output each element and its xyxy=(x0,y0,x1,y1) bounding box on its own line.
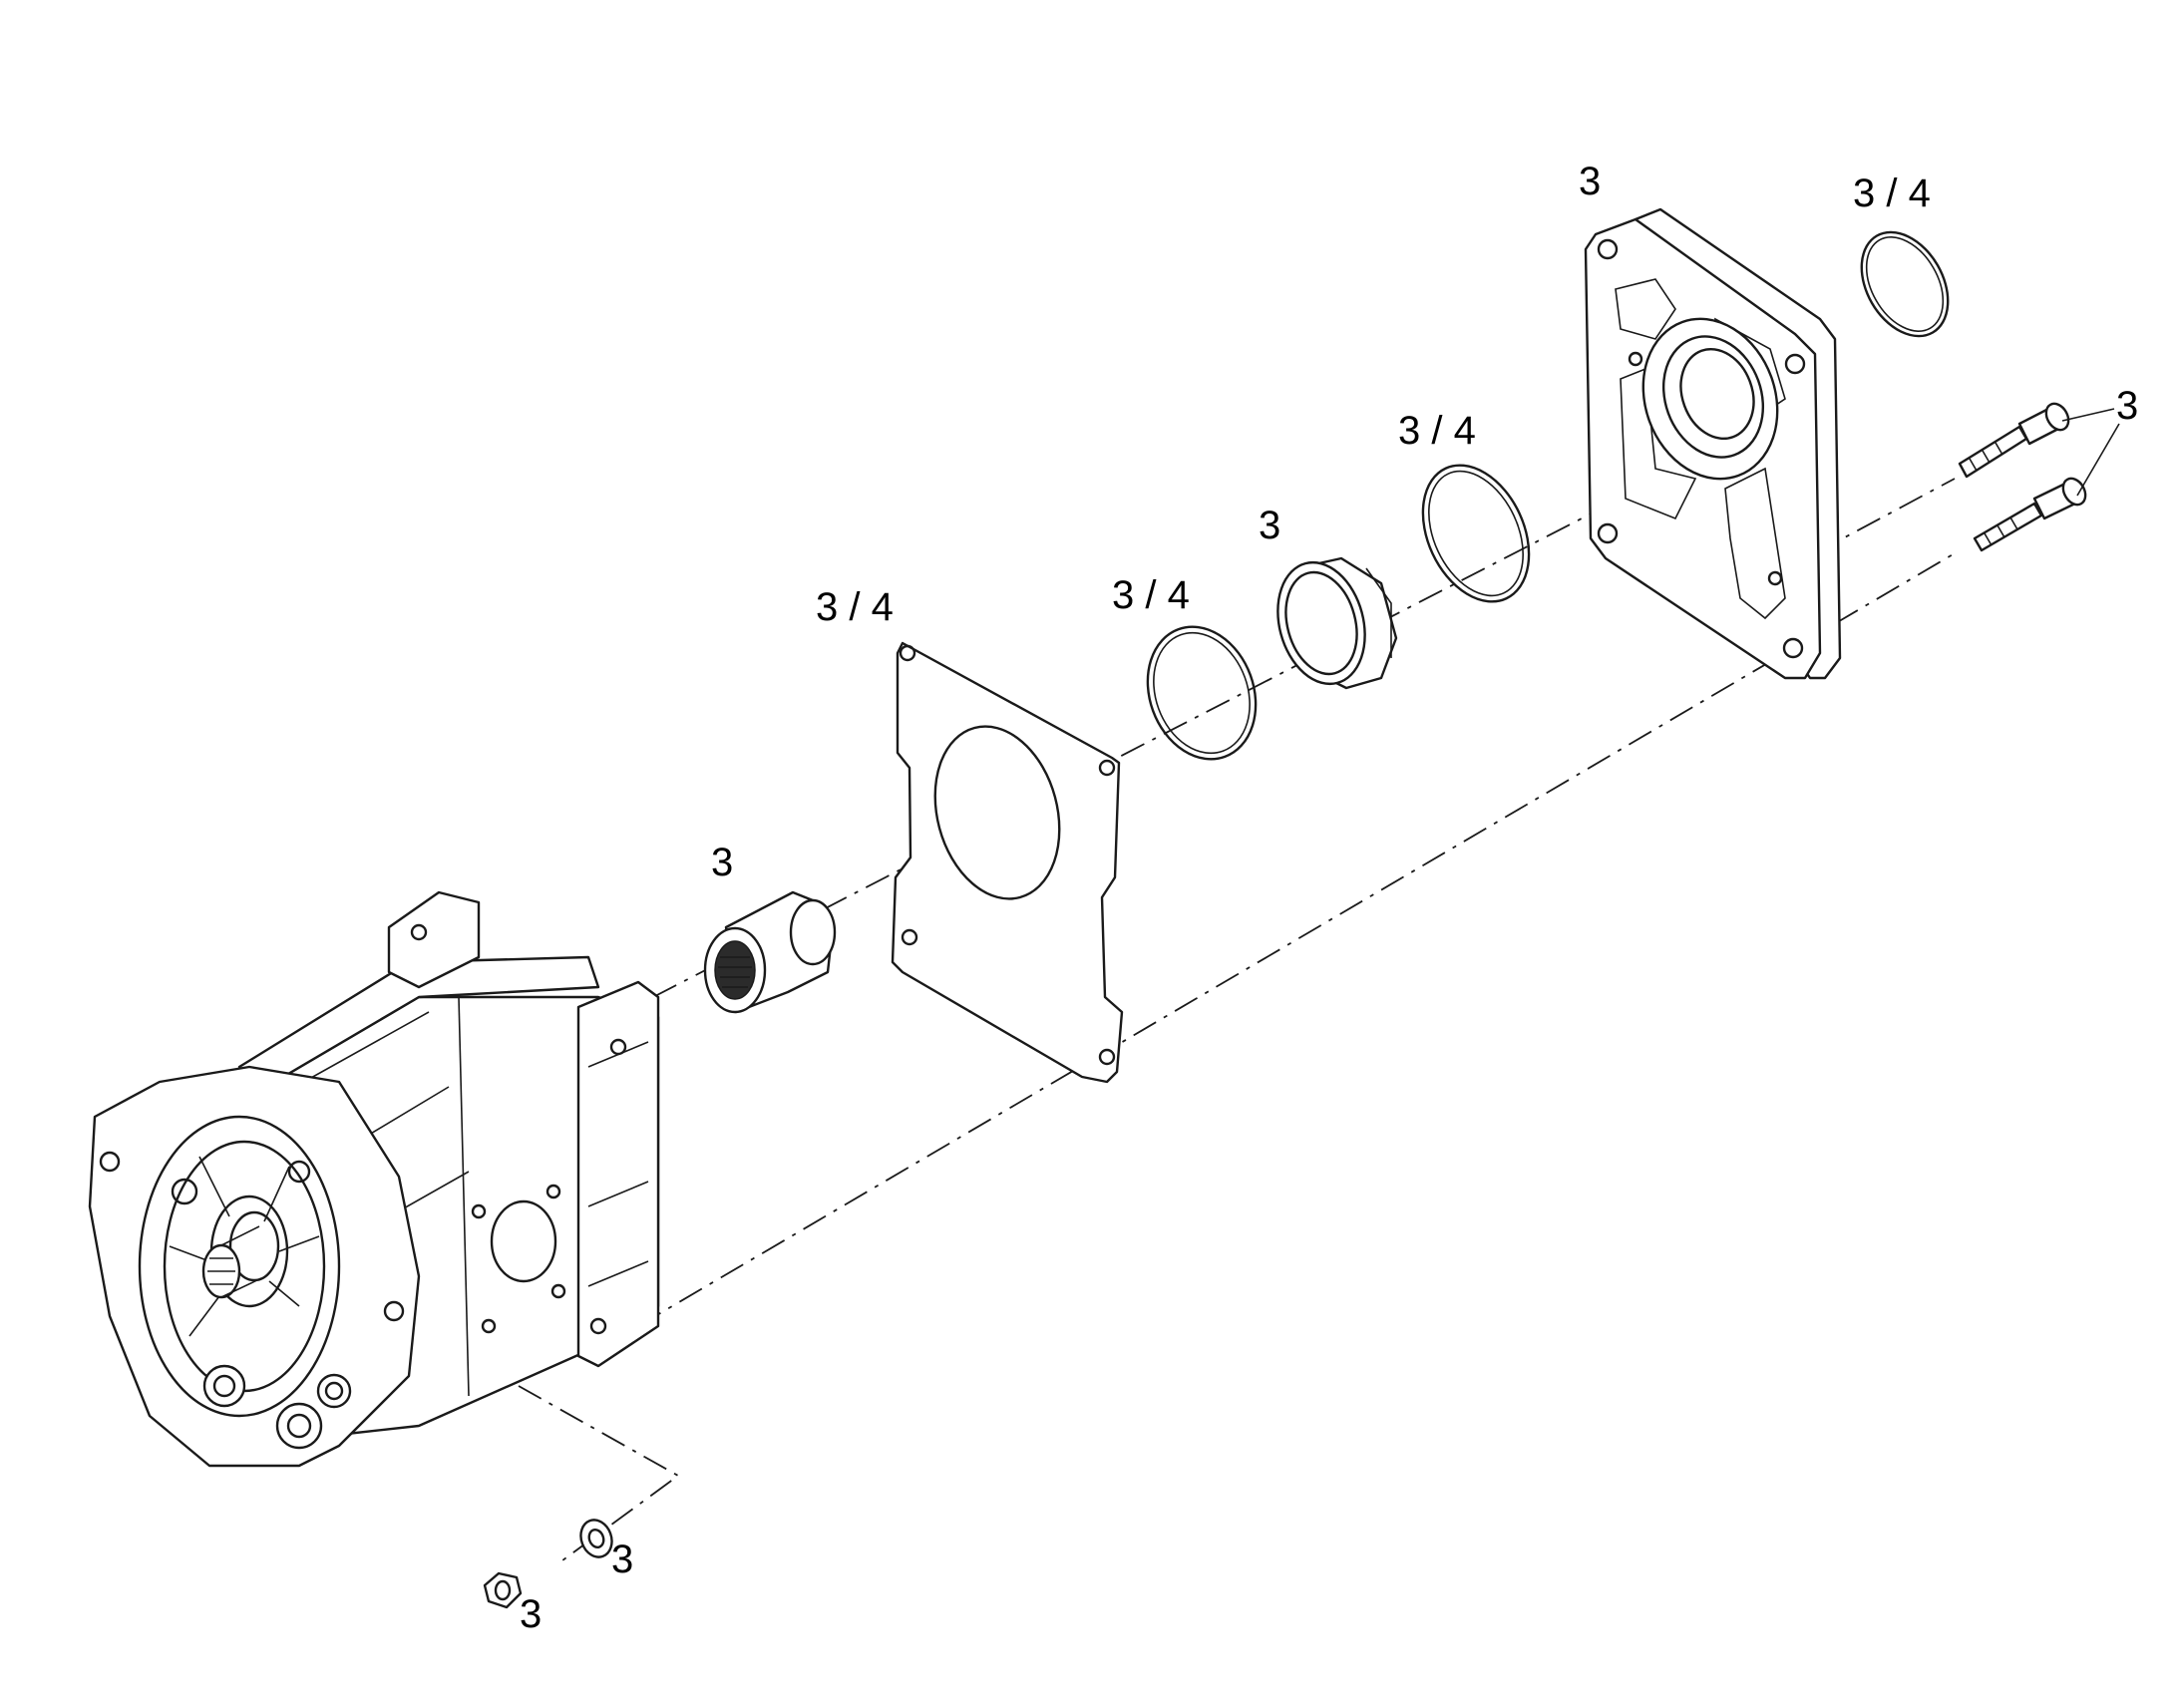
shaft-seal xyxy=(1276,556,1398,690)
cap-screws xyxy=(1958,402,2087,552)
callout-o-ring-lower-mid: 3 / 4 xyxy=(1112,573,1190,617)
needle-bearing xyxy=(703,890,837,1014)
callout-flange-plate: 3 xyxy=(1579,160,1601,203)
callout-needle-bearing: 3 xyxy=(711,841,733,884)
gasket xyxy=(891,641,1124,1084)
o-ring-upper-mid xyxy=(1421,464,1531,603)
callout-labels: 3 3 / 4 3 3 / 4 3 3 / 4 3 / 4 3 3 3 xyxy=(520,160,2138,1636)
callout-washer: 3 xyxy=(611,1537,633,1581)
washer xyxy=(579,1519,613,1558)
callout-o-ring-right: 3 / 4 xyxy=(1853,171,1931,215)
gear-pump-body xyxy=(88,890,660,1468)
callout-o-ring-upper-mid: 3 / 4 xyxy=(1398,409,1476,453)
callout-bolts: 3 xyxy=(2116,384,2138,428)
assembly-center-lines xyxy=(518,418,1956,1564)
callout-leaders xyxy=(2061,408,2120,497)
callout-nut: 3 xyxy=(520,1592,542,1636)
o-ring-lower-mid xyxy=(1146,625,1258,761)
flange-adapter-plate xyxy=(1584,207,1842,680)
callout-gasket: 3 / 4 xyxy=(816,585,894,629)
o-ring-right xyxy=(1860,230,1950,338)
hex-nut xyxy=(483,1571,523,1609)
callout-shaft-seal: 3 xyxy=(1259,504,1280,547)
